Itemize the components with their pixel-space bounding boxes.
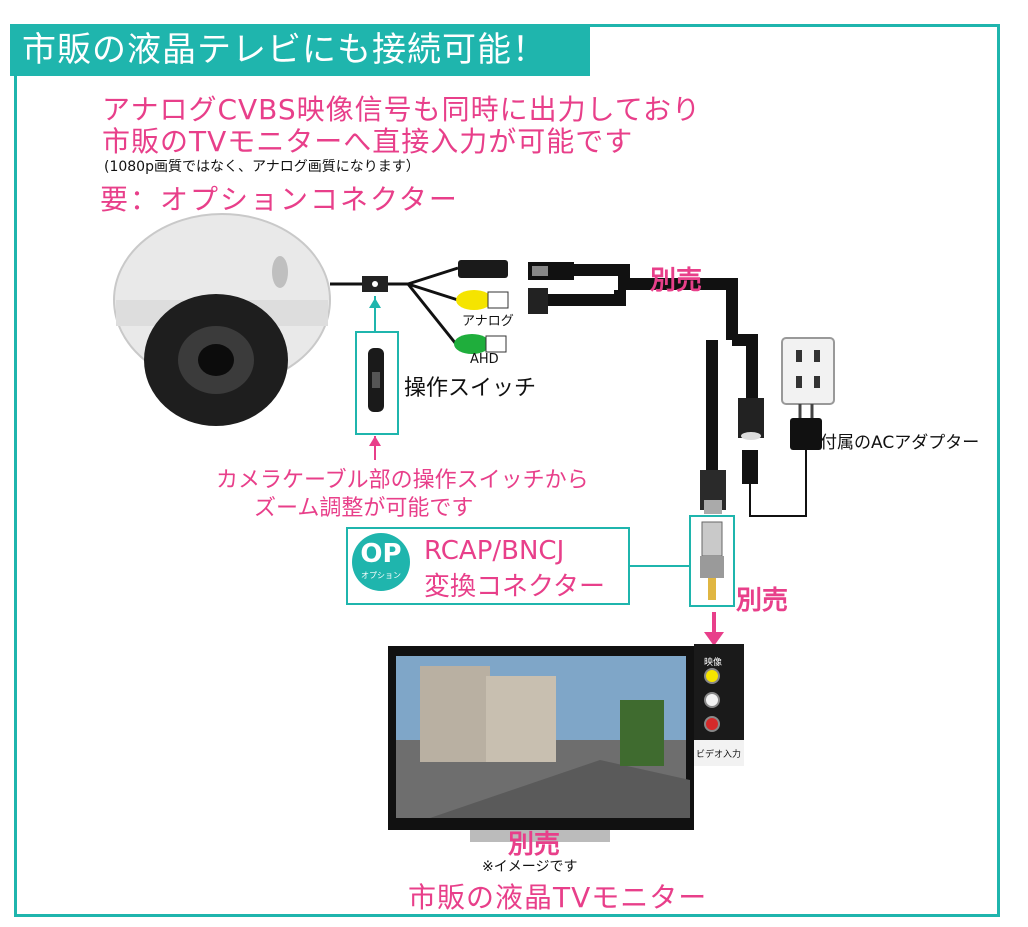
sold-separately-tv: 別売	[508, 830, 561, 860]
headline-line1: アナログCVBS映像信号も同時に出力しており	[102, 93, 701, 126]
tv-input-panel	[694, 644, 744, 766]
option-badge-sub: オプション	[361, 571, 401, 580]
image-note: ※イメージです	[482, 859, 578, 875]
banner-title: 市販の液晶テレビにも接続可能！	[10, 24, 590, 76]
tv-video-input-label: ビデオ入力	[696, 750, 742, 760]
option-badge-text: OP	[360, 539, 402, 569]
analog-label: アナログ	[462, 314, 514, 329]
headline-line2: 市販のTVモニターへ直接入力が可能です	[102, 125, 634, 158]
switch-label: 操作スイッチ	[404, 376, 537, 401]
ahd-label: AHD	[470, 352, 499, 367]
power-outlet-icon	[781, 337, 835, 405]
sold-separately-connector: 別売	[736, 586, 789, 616]
tv-video-label: 映像	[704, 658, 723, 668]
requirement-text: 要：オプションコネクター	[100, 183, 459, 216]
switch-desc-line1: カメラケーブル部の操作スイッチから	[216, 468, 589, 493]
ac-adapter-icon	[790, 404, 822, 450]
option-badge: OP オプション	[352, 533, 410, 591]
dome-camera-icon	[113, 213, 331, 426]
option-line2: 変換コネクター	[424, 572, 605, 602]
sold-separately-cable: 別売	[650, 266, 703, 296]
option-line1: RCAP/BNCJ	[424, 536, 565, 566]
quality-note: (1080p画質ではなく、アナログ画質になります）	[104, 159, 420, 175]
lcd-tv-icon	[388, 646, 694, 842]
ac-adapter-label: 付属のACアダプター	[820, 433, 980, 453]
tv-title: 市販の液晶TVモニター	[408, 881, 708, 914]
switch-desc-line2: ズーム調整が可能です	[254, 496, 474, 521]
